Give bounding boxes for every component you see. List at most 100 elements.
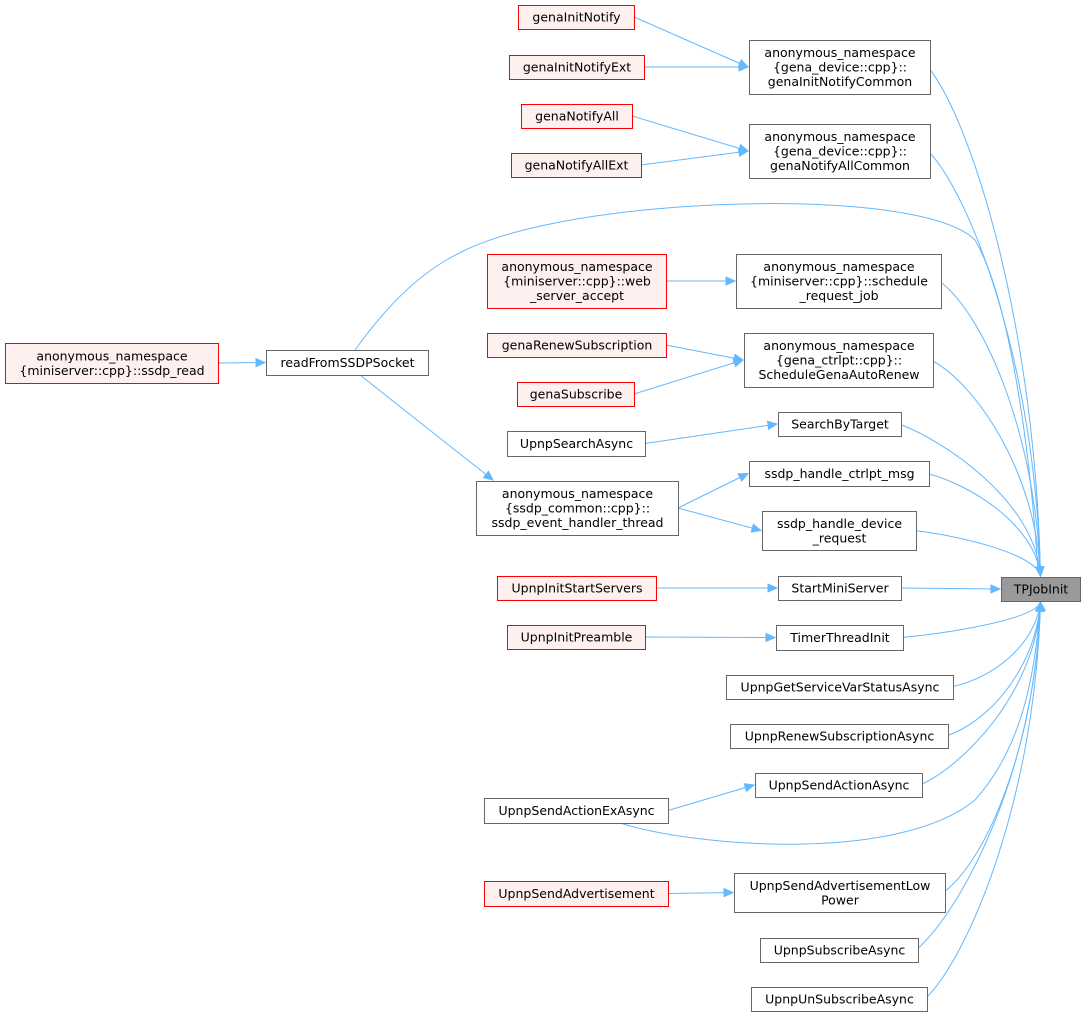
node-UpnpInitStartServers[interactable]: UpnpInitStartServers	[497, 576, 657, 601]
node-label: _server_accept	[529, 288, 624, 303]
arrowhead	[482, 470, 494, 481]
node-box	[487, 333, 667, 358]
edge-UpnpSearchAsync-to-SearchByTarget	[644, 423, 778, 444]
node-TimerThreadInit[interactable]: TimerThreadInit	[776, 625, 904, 651]
edge-UpnpSubscribeAsync-to-TPJobInit	[915, 601, 1041, 951]
edge-UpnpUnSubscribeAsync-to-TPJobInit	[924, 601, 1041, 1000]
node-box	[749, 124, 931, 179]
nodes-layer: TPJobInit genaInitNotify genaInitNotifyExt…	[5, 5, 1081, 1012]
arrowhead	[743, 783, 756, 793]
node-genaNotifyAllCommon[interactable]: anonymous_namespace{gena_device::cpp}::g…	[749, 124, 931, 179]
node-box	[509, 55, 645, 80]
node-genaInitNotifyCommon[interactable]: anonymous_namespace{gena_device::cpp}::g…	[749, 40, 931, 95]
node-box	[484, 798, 669, 824]
node-UpnpGetServiceVarStatusAsync[interactable]: UpnpGetServiceVarStatusAsync	[726, 675, 954, 700]
edge-StartMiniServer-to-TPJobInit	[900, 587, 1001, 590]
edge-genaNotifyAllCommon-to-TPJobInit	[927, 150, 1041, 577]
node-UpnpSendActionAsync[interactable]: UpnpSendActionAsync	[755, 773, 923, 798]
node-label: anonymous_namespace	[763, 338, 914, 353]
node-ScheduleGenaAutoRenew[interactable]: anonymous_namespace{gena_ctrlpt::cpp}::S…	[744, 333, 934, 388]
node-box	[487, 254, 667, 309]
node-label: {gena_ctrlpt::cpp}::	[776, 353, 902, 368]
edge-genaInitNotifyCommon-to-TPJobInit	[927, 66, 1041, 577]
node-ssdp_handle_device_request[interactable]: ssdp_handle_device_request	[762, 511, 917, 551]
edge-UpnpSendActionExAsync-to-TPJobInit	[619, 605, 1041, 845]
node-genaSubscribe[interactable]: genaSubscribe	[517, 382, 635, 407]
node-box	[755, 773, 923, 798]
node-label: genaNotifyAllExt	[525, 158, 629, 173]
node-label: ssdp_handle_device	[777, 516, 902, 531]
node-genaNotifyAll[interactable]: genaNotifyAll	[521, 104, 633, 129]
node-label: anonymous_namespace	[763, 259, 914, 274]
arrowhead	[255, 357, 267, 368]
node-SearchByTarget[interactable]: SearchByTarget	[778, 412, 902, 437]
node-UpnpSendActionExAsync[interactable]: UpnpSendActionExAsync	[484, 798, 669, 824]
edge-TimerThreadInit-to-TPJobInit	[900, 601, 1041, 638]
node-box	[497, 576, 657, 601]
node-StartMiniServer[interactable]: StartMiniServer	[778, 576, 902, 601]
node-label: anonymous_namespace	[502, 486, 653, 501]
node-label: UpnpUnSubscribeAsync	[765, 992, 914, 1007]
node-label: UpnpInitStartServers	[512, 581, 643, 596]
edge-ScheduleGenaAutoRenew-to-TPJobInit	[930, 359, 1041, 577]
node-genaNotifyAllExt[interactable]: genaNotifyAllExt	[511, 153, 642, 178]
node-label: {miniserver::cpp}::schedule	[750, 274, 928, 289]
arrowhead	[990, 584, 1002, 594]
node-UpnpSendAdvertisement[interactable]: UpnpSendAdvertisement	[484, 881, 669, 907]
node-web_server_accept[interactable]: anonymous_namespace{miniserver::cpp}::we…	[487, 254, 667, 309]
edge-UpnpInitPreamble-to-TimerThreadInit	[644, 636, 776, 638]
node-UpnpRenewSubscriptionAsync[interactable]: UpnpRenewSubscriptionAsync	[730, 724, 949, 749]
edge-ssdp_handle_device_request-to-TPJobInit	[913, 530, 1041, 577]
node-genaInitNotifyExt[interactable]: genaInitNotifyExt	[509, 55, 645, 80]
node-label: UpnpSendActionExAsync	[498, 803, 654, 818]
node-box	[760, 938, 919, 963]
node-UpnpSearchAsync[interactable]: UpnpSearchAsync	[507, 431, 646, 457]
arrowhead	[765, 632, 777, 643]
node-label: _request_job	[798, 288, 878, 303]
edge-genaRenewSubscription-to-ScheduleGenaAutoRenew	[665, 344, 744, 361]
node-TPJobInit[interactable]: TPJobInit	[1001, 577, 1081, 602]
node-label: readFromSSDPSocket	[281, 355, 415, 370]
arrowhead	[767, 583, 779, 593]
edge-ssdp_handle_ctrlpt_msg-to-TPJobInit	[926, 473, 1041, 577]
node-UpnpInitPreamble[interactable]: UpnpInitPreamble	[507, 625, 646, 650]
node-label: TimerThreadInit	[789, 630, 890, 645]
arrowhead	[737, 147, 750, 157]
node-label: {ssdp_common::cpp}::	[505, 501, 650, 516]
node-schedule_request_job[interactable]: anonymous_namespace{miniserver::cpp}::sc…	[736, 254, 942, 309]
node-genaInitNotify[interactable]: genaInitNotify	[518, 5, 635, 30]
node-UpnpSubscribeAsync[interactable]: UpnpSubscribeAsync	[760, 938, 919, 963]
node-box	[484, 881, 669, 907]
node-box	[751, 987, 928, 1012]
node-UpnpUnSubscribeAsync[interactable]: UpnpUnSubscribeAsync	[751, 987, 928, 1012]
node-ssdp_read[interactable]: anonymous_namespace{miniserver::cpp}::ss…	[5, 343, 219, 384]
node-ssdp_handle_ctrlpt_msg[interactable]: ssdp_handle_ctrlpt_msg	[749, 461, 930, 487]
node-box	[5, 343, 219, 384]
node-readFromSSDPSocket[interactable]: readFromSSDPSocket	[266, 350, 429, 376]
node-box	[507, 625, 646, 650]
edge-readFromSSDPSocket-to-TPJobInit	[354, 203, 1039, 571]
node-label: {gena_device::cpp}::	[773, 144, 907, 159]
edge-SearchByTarget-to-TPJobInit	[898, 423, 1041, 577]
node-box	[507, 431, 646, 457]
node-label: {gena_device::cpp}::	[773, 60, 907, 75]
node-label: _request	[812, 530, 867, 545]
node-box	[749, 40, 931, 95]
arrowhead	[732, 358, 745, 368]
node-box	[734, 873, 946, 913]
node-label: TPJobInit	[1013, 582, 1069, 597]
node-label: UpnpRenewSubscriptionAsync	[745, 729, 935, 744]
node-genaRenewSubscription[interactable]: genaRenewSubscription	[487, 333, 667, 358]
node-box	[778, 412, 902, 437]
node-box	[744, 333, 934, 388]
node-label: UpnpInitPreamble	[521, 630, 633, 645]
node-box	[476, 481, 679, 536]
edge-genaNotifyAll-to-genaNotifyAllCommon	[631, 115, 749, 152]
node-ssdp_event_handler_thread[interactable]: anonymous_namespace{ssdp_common::cpp}::s…	[476, 481, 679, 536]
node-box	[762, 511, 917, 551]
arrowhead	[737, 472, 750, 482]
node-box	[518, 5, 635, 30]
arrowhead	[725, 276, 737, 286]
node-box	[1001, 577, 1081, 602]
